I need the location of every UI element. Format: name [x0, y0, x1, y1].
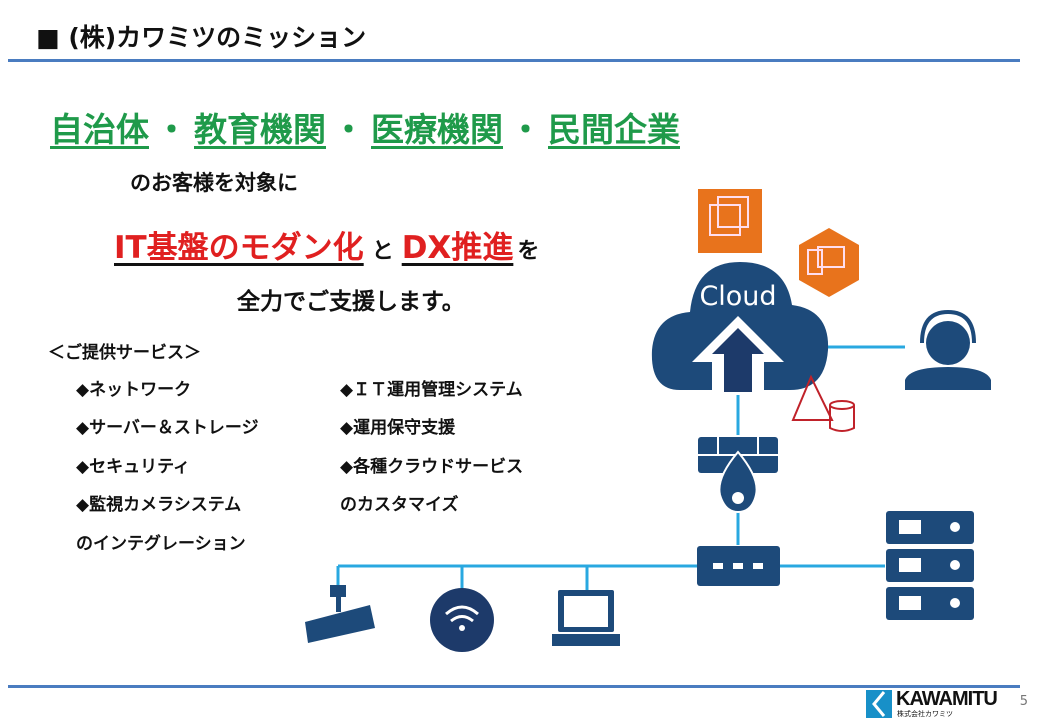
server-rack-icon [886, 511, 974, 620]
service-item: ◆監視カメラシステム [76, 495, 242, 515]
security-camera-icon [305, 585, 375, 643]
cloud-icon: Cloud [651, 262, 829, 392]
highlight-dx: DX推進 [401, 230, 514, 266]
service-item: ◆サーバー＆ストレージ [76, 418, 259, 438]
separator: ・ [332, 110, 365, 149]
mission-line3: 全力でご支援します。 [237, 289, 465, 315]
target-local-gov: 自治体 [50, 110, 149, 149]
logo-text: KAWAMITU [896, 688, 998, 710]
connection-lines [336, 345, 905, 590]
cloud-label: Cloud [699, 281, 776, 312]
laptop-icon [552, 590, 620, 646]
particle: を [517, 239, 540, 264]
support-operator-icon [905, 309, 991, 390]
footer-divider [8, 685, 1020, 688]
page-title: ■ (株)カワミツのミッション [36, 23, 367, 52]
logo-mark-icon [866, 690, 892, 718]
switch-icon [697, 546, 780, 586]
mission-line1: のお客様を対象に [130, 171, 298, 195]
connector: と [371, 239, 394, 264]
target-customers: 自治体・教育機関・医療機関・民間企業 [50, 103, 680, 151]
target-education: 教育機関 [194, 110, 326, 149]
service-item: ◆ＩＴ運用管理システム [340, 380, 523, 400]
target-private: 民間企業 [548, 110, 680, 149]
service-item: ◆セキュリティ [76, 457, 191, 477]
service-item: ◆運用保守支援 [340, 418, 456, 438]
firewall-icon [698, 437, 778, 514]
logo-subtext: 株式会社カワミツ [897, 710, 953, 718]
page-number: 5 [1019, 694, 1028, 709]
separator: ・ [155, 110, 188, 149]
service-item: のインテグレーション [76, 534, 246, 554]
services-heading: ＜ご提供サービス＞ [48, 343, 201, 363]
wifi-icon [430, 588, 494, 652]
separator: ・ [509, 110, 542, 149]
service-item: ◆各種クラウドサービス [340, 457, 524, 477]
company-logo: KAWAMITU 株式会社カワミツ [866, 688, 998, 718]
target-medical: 医療機関 [371, 110, 503, 149]
service-item: のカスタマイズ [340, 495, 459, 515]
service-item: ◆ネットワーク [76, 380, 192, 400]
header-divider [8, 59, 1020, 62]
database-alert-icon [791, 374, 855, 432]
mission-line2: IT基盤のモダン化と DX推進を [114, 222, 547, 267]
compute-icon [698, 189, 762, 253]
highlight-modernization: IT基盤のモダン化 [114, 230, 364, 266]
devices-hexagon-icon [799, 228, 859, 297]
